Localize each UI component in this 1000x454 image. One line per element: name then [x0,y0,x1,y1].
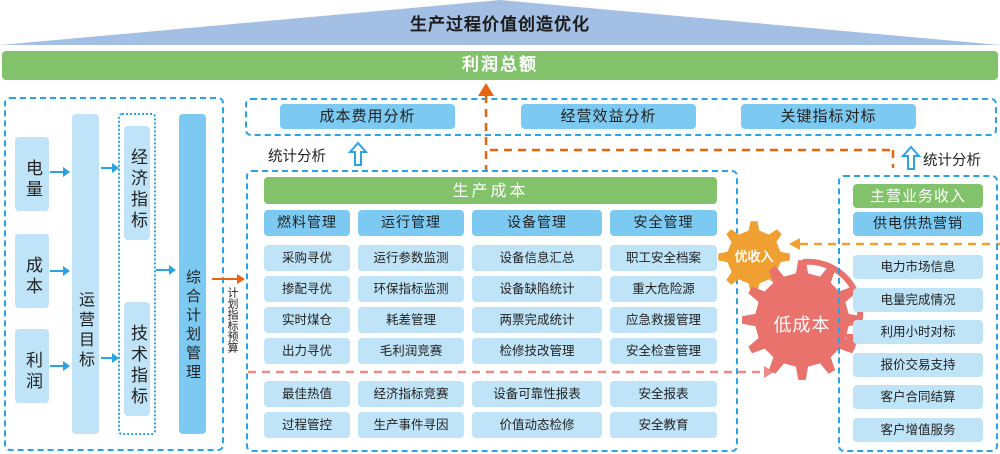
profit-total-bar: 利润总额 [2,51,998,80]
revenue-item: 电量完成情况 [853,287,983,312]
revenue-item: 电力市场信息 [853,255,983,279]
revenue-item: 客户合同结算 [853,385,983,409]
module-item: 设备信息汇总 [472,245,602,271]
revenue-item: 利用小时对标 [853,320,983,344]
module-item: 实时煤仓 [264,307,350,333]
plan-budget-label: 计划指标预算 [226,287,239,353]
module-item: 经济指标竞赛 [358,381,464,407]
arrow-to-profit-icon [478,83,494,96]
module-item: 设备可靠性报表 [472,381,602,407]
diagram-title: 生产过程价值创造优化 [410,15,590,35]
module-item: 职工安全档案 [610,245,717,271]
module-item: 安全教育 [610,412,717,438]
module-item: 耗差管理 [358,307,464,333]
stat-analysis-label-left: 统计分析 [268,149,326,165]
module-item: 最佳热值 [264,381,350,407]
indicators-group [118,113,156,435]
module-item: 过程管控 [264,412,350,438]
module-item: 检修技改管理 [472,338,602,364]
revenue-subtitle: 供电供热营销 [853,212,983,236]
up-arrow-icon-left [347,141,369,166]
column-header: 安全管理 [610,210,717,236]
gear-high-income-label: 优收入 [734,250,774,265]
module-item: 设备缺陷统计 [472,276,602,302]
module-item: 两票完成统计 [472,307,602,333]
module-item: 生产事件寻因 [358,412,464,438]
column-header: 运行管理 [358,210,464,236]
roof-triangle [0,0,1000,45]
analysis-panel [245,98,997,136]
input-cost: 成本 [15,234,49,308]
input-profit: 利润 [15,329,49,403]
module-item: 掺配寻优 [264,276,350,302]
module-item: 重大危险源 [610,276,717,302]
analysis-kpi-benchmark: 关键指标对标 [741,104,916,129]
module-item: 价值动态检修 [472,412,602,438]
production-cost-panel [246,170,738,452]
left-arrows [50,163,245,371]
module-item: 毛利润竞赛 [358,338,464,364]
column-header: 设备管理 [472,210,602,236]
revenue-title: 主营业务收入 [853,184,983,208]
comprehensive-plan-management: 综合计划管理 [179,114,206,434]
analysis-operating-benefit: 经营效益分析 [521,104,696,129]
module-item: 环保指标监测 [358,276,464,302]
module-item: 安全检查管理 [610,338,717,364]
module-item: 出力寻优 [264,338,350,364]
gear-low-cost-label: 低成本 [773,315,831,336]
operating-target: 运营目标 [72,114,99,434]
production-cost-title: 生产成本 [264,177,717,204]
stat-analysis-label-right: 统计分析 [923,153,981,169]
module-item: 应急救援管理 [610,307,717,333]
revenue-panel [838,175,998,452]
revenue-item: 客户增值服务 [853,417,983,442]
technical-indicators: 技术指标 [124,302,150,416]
module-item: 运行参数监测 [358,245,464,271]
economic-indicators: 经济指标 [124,126,150,240]
up-arrow-icon-right [900,145,922,170]
column-header: 燃料管理 [264,210,350,236]
module-item: 采购寻优 [264,245,350,271]
planning-panel [4,97,224,451]
revenue-item: 报价交易支持 [853,352,983,377]
input-electricity: 电量 [15,137,49,211]
gear-low-cost-icon [742,260,862,380]
analysis-cost-expense: 成本费用分析 [280,104,455,129]
module-item: 安全报表 [610,381,717,407]
